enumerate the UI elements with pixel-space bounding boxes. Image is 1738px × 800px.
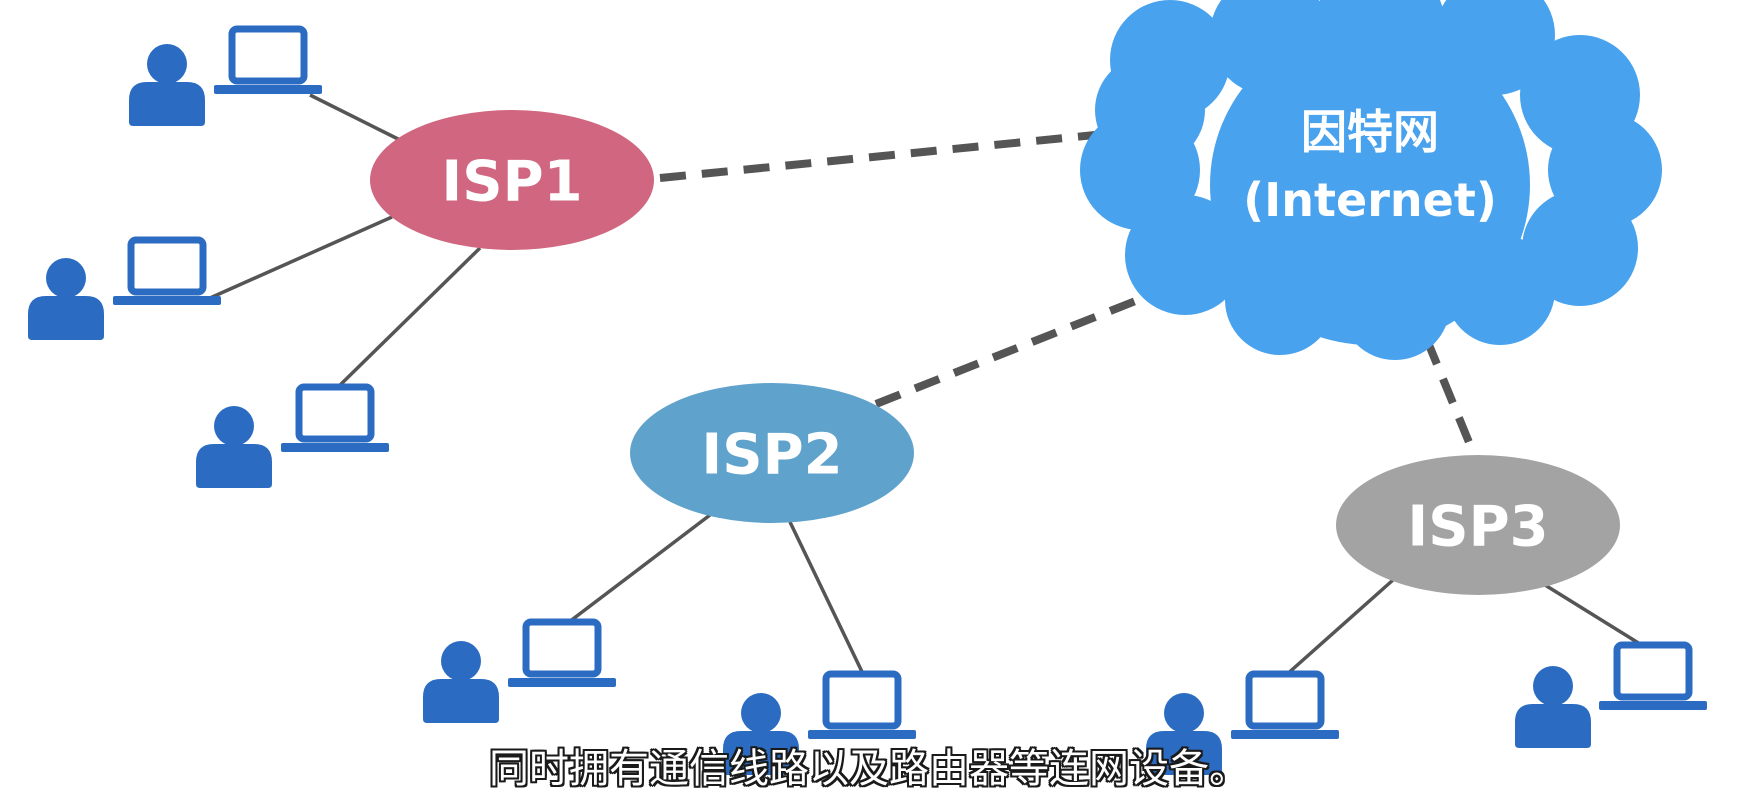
isp3-label: ISP3 — [1407, 495, 1548, 560]
laptop-icon — [1231, 674, 1339, 739]
user-icon — [27, 257, 105, 341]
isp3-node: ISP3 — [1336, 455, 1620, 595]
link-isp2-user1 — [563, 513, 712, 627]
laptop-icon — [214, 29, 322, 94]
isp1-label: ISP1 — [441, 150, 582, 215]
isp2-user-group-1 — [422, 622, 616, 724]
isp1-node: ISP1 — [370, 110, 654, 250]
link-isp1-user1 — [309, 93, 401, 142]
solid-links — [209, 93, 1654, 679]
user-icon — [422, 640, 500, 724]
isp1-user-group-1 — [128, 29, 322, 127]
laptop-icon — [113, 240, 221, 305]
isp1-user-group-2 — [27, 240, 221, 341]
video-caption: 同时拥有通信线路以及路由器等连网设备。 — [489, 746, 1249, 792]
internet-cloud: 因特网 (Internet) — [1080, 0, 1662, 360]
link-isp1-user3 — [333, 246, 482, 392]
laptop-icon — [1599, 645, 1707, 710]
isp2-node: ISP2 — [630, 383, 914, 523]
isp2-label: ISP2 — [701, 423, 842, 488]
dashed-links — [659, 131, 1477, 454]
user-icon — [128, 43, 206, 127]
user-icon — [195, 405, 273, 489]
isp1-user-group-3 — [195, 387, 389, 489]
link-isp2-user2 — [788, 521, 867, 679]
isp3-user-group-2 — [1514, 645, 1707, 749]
link-isp3-user1 — [1283, 578, 1395, 678]
link-isp3-internet — [1423, 338, 1477, 454]
laptop-icon — [281, 387, 389, 452]
link-isp3-user2 — [1544, 583, 1654, 654]
link-isp2-internet — [874, 292, 1150, 408]
laptop-icon — [508, 622, 616, 687]
link-isp1-user2 — [209, 215, 393, 300]
link-isp1-internet — [659, 131, 1096, 182]
internet-subtitle: (Internet) — [1243, 173, 1497, 227]
internet-title: 因特网 — [1301, 105, 1439, 159]
cloud-icon — [1080, 0, 1662, 360]
user-icon — [1514, 665, 1592, 749]
laptop-icon — [808, 674, 916, 739]
